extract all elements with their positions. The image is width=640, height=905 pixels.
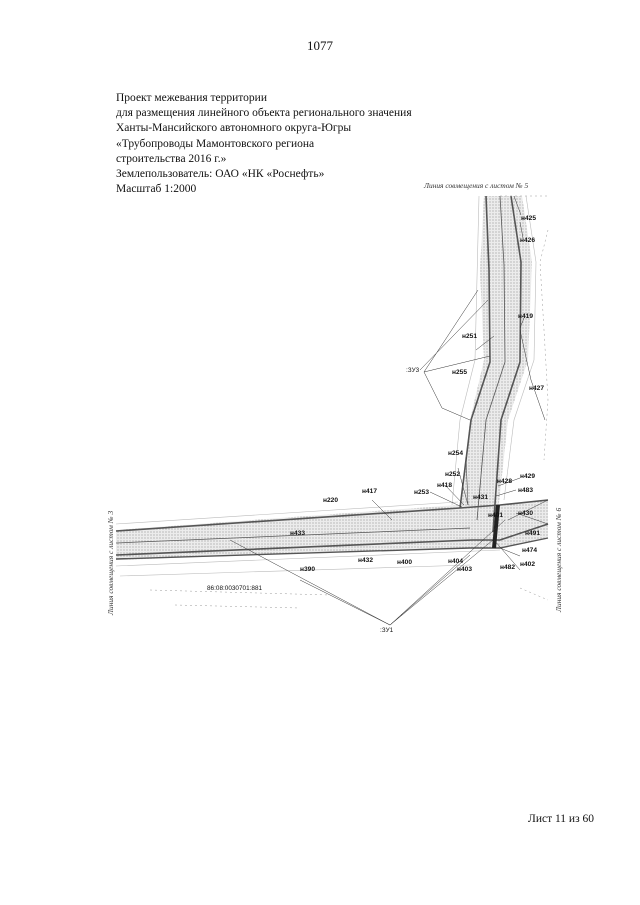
point-label: н419: [518, 313, 533, 320]
point-label: н426: [520, 237, 535, 244]
document-header: Проект межевания территории для размещен…: [116, 91, 476, 197]
pipeline-vertical: [459, 195, 522, 533]
junction-label-top: Линия совмещения с листом № 5: [423, 181, 528, 190]
sheet-number: Лист 11 из 60: [528, 813, 594, 825]
zone-label-zu1: :ЗУ1: [380, 627, 394, 634]
point-label: н425: [521, 215, 536, 222]
header-line: Ханты-Мансийского автономного округа-Югр…: [116, 122, 352, 135]
corridor-boundaries: [115, 195, 537, 577]
point-label: н400: [397, 559, 412, 566]
point-label: н432: [358, 557, 373, 564]
corridor-horizontal: [116, 500, 548, 560]
point-label: н429: [520, 473, 535, 480]
point-label: н483: [518, 487, 533, 494]
page-number: 1077: [307, 38, 333, 53]
point-label: н251: [462, 333, 477, 340]
point-labels: н425 н426 н419 н251 н255 н427 н254 н252 …: [290, 215, 544, 573]
header-line: «Трубопроводы Мамонтовского региона: [116, 137, 315, 150]
point-label: н482: [500, 564, 515, 571]
point-label: н428: [497, 478, 512, 485]
point-label: н402: [520, 561, 535, 568]
header-line: Проект межевания территории: [116, 92, 267, 104]
header-line: для размещения линейного объекта региона…: [116, 107, 412, 120]
header-line: Масштаб 1:2000: [116, 183, 197, 196]
point-label: н418: [437, 482, 452, 489]
point-label: н404: [448, 558, 463, 565]
point-label: н255: [452, 369, 467, 376]
point-label: н491: [525, 530, 540, 537]
zone-label-zu3: :ЗУ3: [406, 367, 420, 374]
point-label: н220: [323, 497, 338, 504]
point-label: н430: [518, 510, 533, 517]
parcel-id: 86:08:0030701:881: [207, 585, 263, 592]
point-label: н403: [457, 566, 472, 573]
header-line: Землепользователь: ОАО «НК «Роснефть»: [116, 168, 325, 181]
point-label: н254: [448, 450, 463, 457]
junction-label-right: Линия совмещения с листом № 6: [554, 508, 563, 613]
point-label: н390: [300, 566, 315, 573]
point-label: н431: [473, 494, 488, 501]
point-label: н252: [445, 471, 460, 478]
point-label: н417: [362, 488, 377, 495]
point-label: н433: [290, 530, 305, 537]
leader-lines: [229, 195, 549, 626]
point-label: н401: [488, 512, 503, 519]
point-label: н474: [522, 547, 537, 554]
pipeline-horizontal: [115, 499, 549, 560]
corridor-vertical: [458, 196, 532, 530]
dashed-lines: [149, 195, 549, 609]
junction-label-left: Линия совмещения с листом № 3: [106, 511, 115, 616]
point-label: н253: [414, 489, 429, 496]
point-label: н427: [529, 385, 544, 392]
header-line: строительства 2016 г.»: [116, 152, 227, 165]
